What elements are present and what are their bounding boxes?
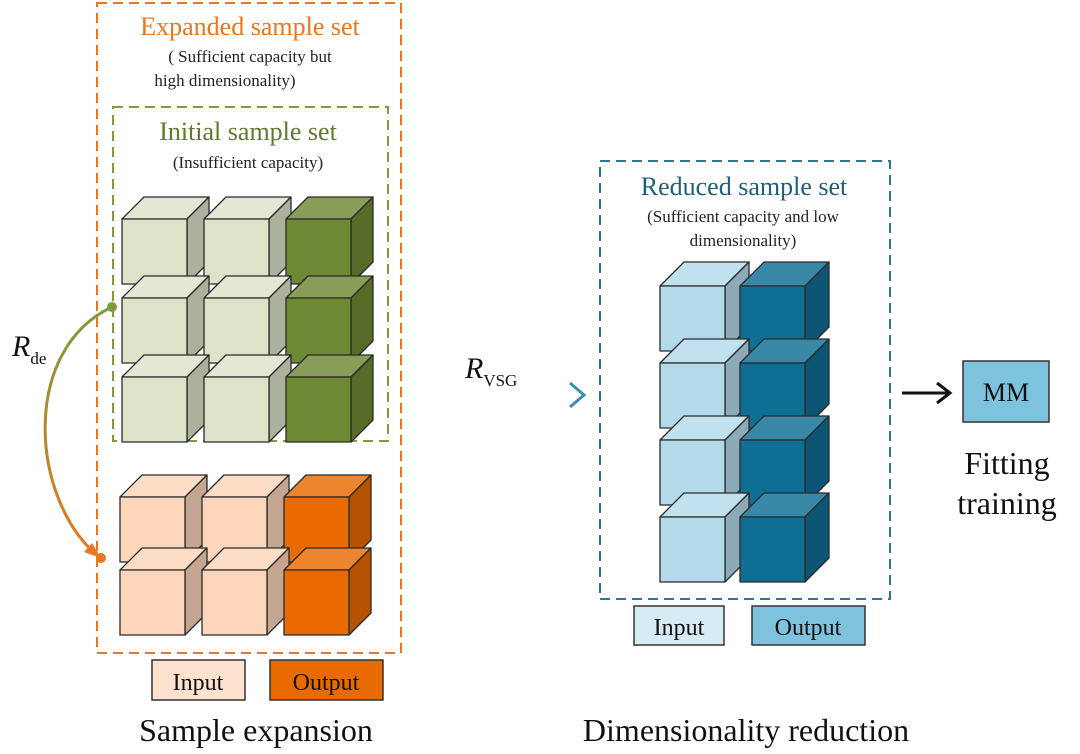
initial-cube-r2-c1-front — [121, 297, 188, 364]
reduced-cube-r3-c2 — [739, 415, 830, 506]
initial-cube-r1-c3 — [285, 196, 374, 285]
initial-cube-r1-c1 — [121, 196, 210, 285]
initial-cube-r1-c2-front — [203, 218, 270, 285]
caption-dimensionality-reduction: Dimensionality reduction — [583, 712, 909, 748]
expanded-cube-r1-c3 — [283, 474, 372, 563]
reduced-cube-r4-c1-front — [659, 516, 726, 583]
reduced-sample-set-subtitle-1: (Sufficient capacity and low — [647, 207, 840, 226]
expanded-cube-r2-c1-front — [119, 569, 186, 636]
legend-left-output-label: Output — [293, 670, 360, 696]
initial-cube-r2-c2-front — [203, 297, 270, 364]
initial-cube-r3-c1-front — [121, 376, 188, 443]
reduced-cube-r4-c2-front — [739, 516, 806, 583]
r-de-start-dot — [107, 302, 117, 312]
initial-cube-r1-c2 — [203, 196, 292, 285]
r-vsg-label: RVSG — [464, 352, 517, 390]
legend-right-output-label: Output — [775, 615, 842, 641]
initial-cube-r3-c2 — [203, 354, 292, 443]
initial-cube-r2-c1 — [121, 275, 210, 364]
initial-cube-r3-c3-front — [285, 376, 352, 443]
initial-sample-set-frame — [112, 106, 389, 442]
initial-cube-r2-c3-front — [285, 297, 352, 364]
expanded-cube-r2-c1 — [119, 547, 208, 636]
initial-cube-r3-c2-front — [203, 376, 270, 443]
reduced-sample-set-frame — [599, 160, 891, 600]
legend-right-input-swatch — [633, 605, 725, 646]
reduced-sample-set-title: Reduced sample set — [641, 172, 848, 201]
initial-sample-set-subtitle: (Insufficient capacity) — [173, 153, 323, 172]
fitting-training-line-2: training — [957, 485, 1057, 521]
r-de-arrowhead — [84, 543, 101, 558]
reduced-cube-r4-c1 — [659, 492, 750, 583]
reduced-cube-r2-c1 — [659, 338, 750, 429]
mm-label: MM — [983, 378, 1029, 407]
r-vsg-arrowhead — [569, 381, 587, 409]
expanded-cube-r2-c2 — [201, 547, 290, 636]
r-de-curve-arrow — [43, 305, 113, 559]
reduced-cube-r4-c2 — [739, 492, 830, 583]
initial-cube-r2-c3 — [285, 275, 374, 364]
reduced-cube-r3-c1 — [659, 415, 750, 506]
initial-cube-r3-c1 — [121, 354, 210, 443]
reduced-sample-set-subtitle-2: dimensionality) — [690, 231, 797, 250]
caption-sample-expansion: Sample expansion — [139, 712, 373, 748]
mm-arrowhead — [936, 381, 953, 405]
initial-sample-cubes — [121, 196, 374, 443]
expanded-sample-set-subtitle-2: high dimensionality) — [154, 71, 295, 90]
legend-left-input-swatch — [151, 659, 246, 701]
expanded-cube-r2-c2-front — [201, 569, 268, 636]
expanded-cube-r2-c3 — [283, 547, 372, 636]
expanded-cube-r2-c3-front — [283, 569, 350, 636]
initial-cube-r2-c2 — [203, 275, 292, 364]
legend-right-input-label: Input — [654, 615, 705, 641]
fitting-training-line-1: Fitting — [964, 445, 1049, 481]
legend-left-input-label: Input — [173, 670, 224, 696]
reduced-cube-r1-c1 — [659, 261, 750, 352]
initial-cube-r3-c3 — [285, 354, 374, 443]
expanded-sample-set-subtitle-1: ( Sufficient capacity but — [168, 47, 332, 66]
expanded-sample-cubes — [119, 474, 372, 636]
expanded-sample-set-frame — [96, 2, 402, 654]
initial-sample-set-title: Initial sample set — [159, 117, 337, 146]
reduced-cube-r2-c2 — [739, 338, 830, 429]
reduced-sample-cubes — [659, 261, 830, 583]
mm-box — [962, 360, 1050, 423]
legend-left-output-swatch — [269, 659, 384, 701]
initial-cube-r1-c1-front — [121, 218, 188, 285]
expanded-sample-set-title: Expanded sample set — [140, 12, 360, 41]
legend-right-output-swatch — [751, 605, 866, 646]
r-de-label: Rde — [11, 330, 46, 368]
reduced-cube-r1-c2 — [739, 261, 830, 352]
initial-cube-r1-c3-front — [285, 218, 352, 285]
expanded-cube-r1-c2 — [201, 474, 290, 563]
